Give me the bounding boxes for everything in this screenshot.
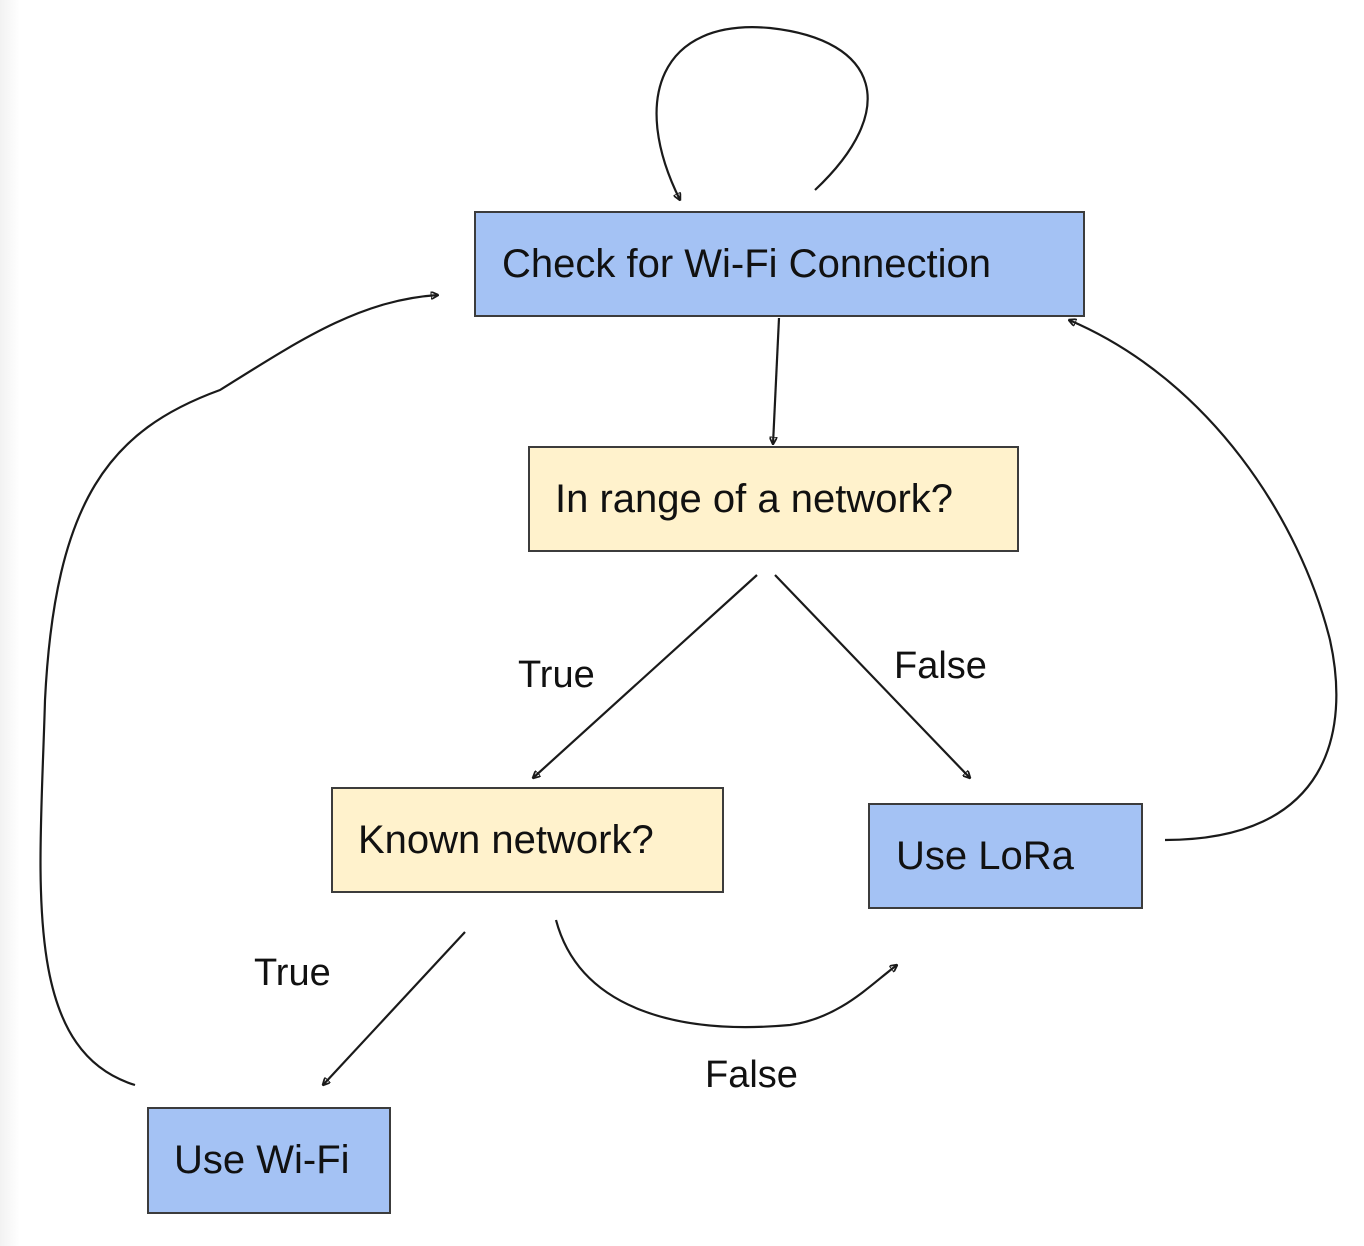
lora-return-arrow <box>1069 320 1338 842</box>
range-true-label: True <box>518 654 595 696</box>
self-loop-arrow <box>655 26 869 200</box>
range-true-arrow <box>533 574 758 778</box>
use-lora-label: Use LoRa <box>896 833 1074 878</box>
known-network-decision-node: Known network? <box>331 787 724 893</box>
left-edge-shade <box>0 0 20 1246</box>
range-false-arrow <box>774 574 970 778</box>
known-true-label: True <box>254 952 331 994</box>
known-network-label: Known network? <box>358 817 654 862</box>
use-wifi-node: Use Wi-Fi <box>147 1107 391 1214</box>
in-range-label: In range of a network? <box>555 476 954 521</box>
known-false-label: False <box>705 1054 798 1096</box>
use-lora-node: Use LoRa <box>868 803 1143 909</box>
in-range-decision-node: In range of a network? <box>528 446 1019 552</box>
range-false-label: False <box>894 645 987 687</box>
wifi-return-arrow <box>39 295 438 1087</box>
check-to-range-arrow <box>773 317 781 444</box>
known-false-arrow <box>554 919 897 1029</box>
known-true-arrow <box>323 931 466 1085</box>
use-wifi-label: Use Wi-Fi <box>174 1138 350 1182</box>
check-wifi-label: Check for Wi-Fi Connection <box>502 241 992 286</box>
check-wifi-node: Check for Wi-Fi Connection <box>474 211 1085 317</box>
